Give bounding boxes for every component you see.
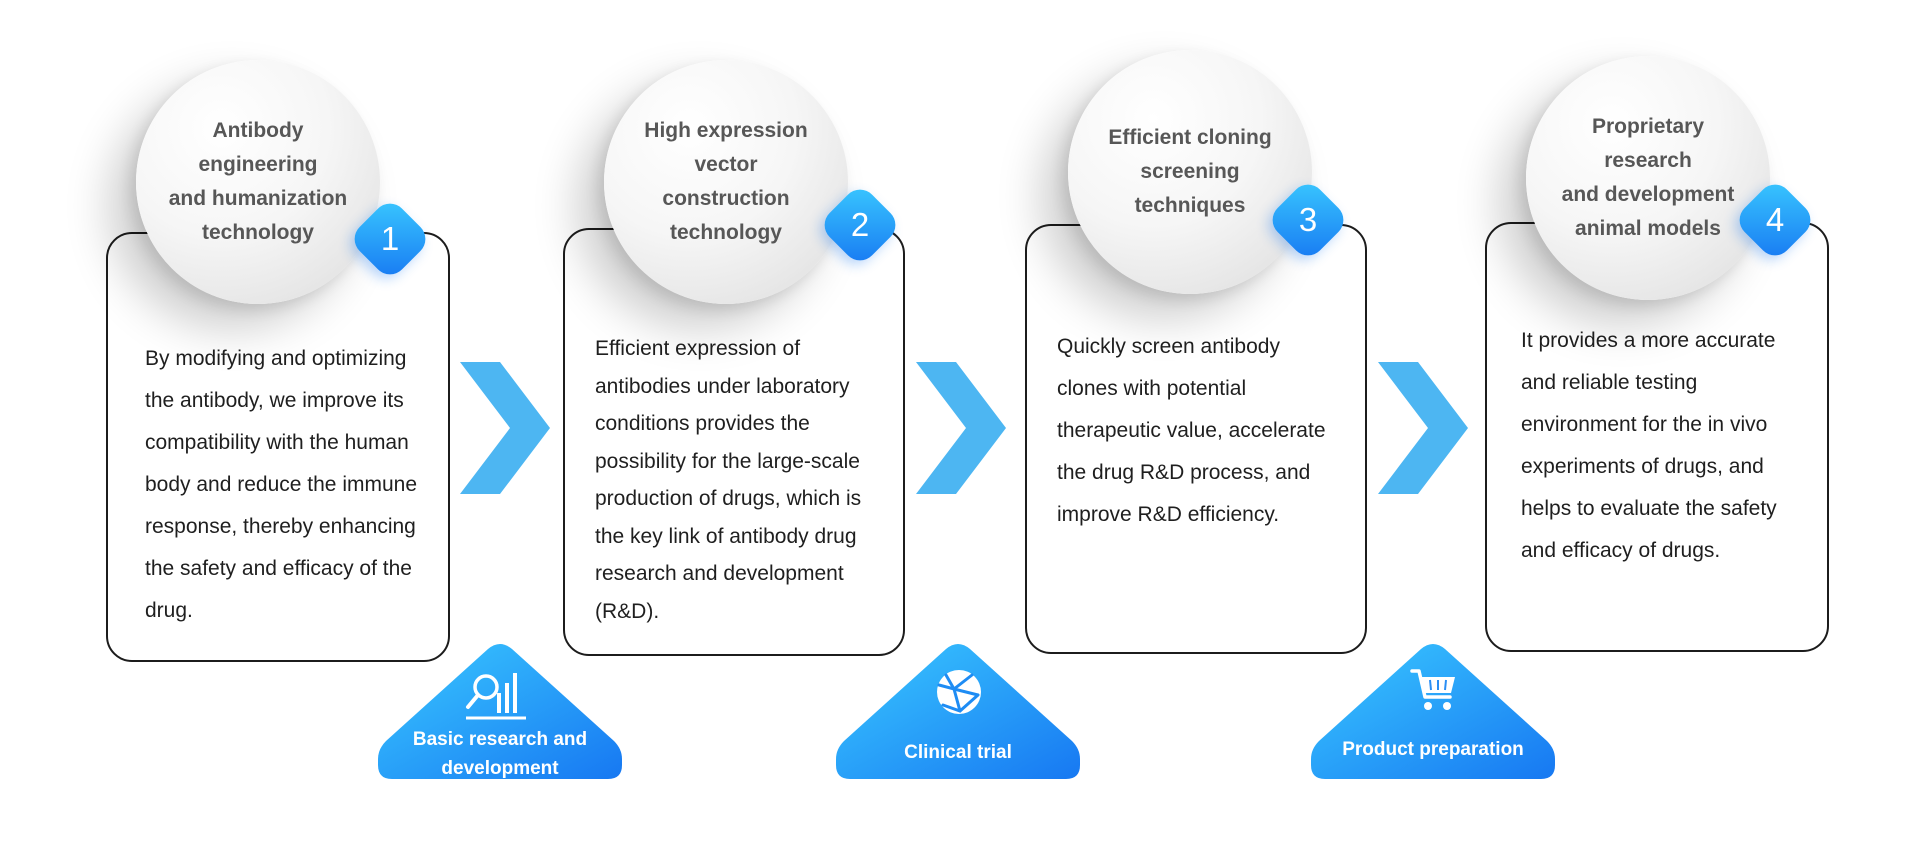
step-title: Efficient cloning screening techniques [1090, 121, 1290, 223]
phase-label-line: Clinical trial [904, 742, 1012, 763]
description-line: By modifying and optimizing [145, 347, 407, 370]
phase-label: Product preparation [1311, 735, 1555, 764]
description-line: drug. [145, 599, 193, 622]
description-line: the antibody, we improve its [145, 389, 404, 412]
step-title-circle-2: High expression vector construction tech… [604, 60, 848, 304]
description-line: clones with potential [1057, 377, 1247, 400]
description-line: therapeutic value, accelerate [1057, 419, 1326, 442]
step-title: Proprietary research and development ani… [1548, 110, 1748, 246]
title-line: vector [694, 153, 758, 176]
phase-label-line: development [441, 758, 559, 779]
globe-network-icon [937, 670, 981, 714]
step-card-1: By modifying and optimizing the antibody… [106, 232, 450, 662]
step-number: 2 [850, 206, 870, 243]
description-line: and reliable testing [1521, 371, 1698, 394]
phase-label: Basic research and development [378, 725, 622, 783]
step-number: 4 [1765, 201, 1785, 238]
step-number-badge-4: 4 [1732, 177, 1818, 263]
phase-label-line: Product preparation [1342, 739, 1524, 760]
description-line: the safety and efficacy of the [145, 557, 412, 580]
description-line: and efficacy of drugs. [1521, 539, 1721, 562]
phase-label: Clinical trial [836, 738, 1080, 767]
description-line: response, thereby enhancing [145, 515, 416, 538]
step-description: By modifying and optimizing the antibody… [145, 338, 430, 632]
research-chart-icon [466, 673, 526, 720]
description-line: research and development [595, 562, 844, 585]
title-line: construction [662, 187, 790, 210]
step-description: Quickly screen antibody clones with pote… [1057, 326, 1347, 536]
phase-triangle-3 [1311, 644, 1555, 779]
title-line: High expression [644, 119, 808, 142]
description-line: possibility for the large-scale [595, 449, 860, 473]
step-number-badge-2: 2 [817, 182, 903, 268]
title-line: research [1604, 149, 1692, 172]
description-line: compatibility with the human [145, 431, 409, 454]
description-line: (R&D). [595, 599, 660, 623]
title-line: Proprietary [1591, 115, 1705, 138]
title-line: Efficient cloning [1108, 126, 1272, 149]
description-line: Quickly screen antibody [1057, 335, 1280, 358]
description-line: antibodies under laboratory [595, 374, 850, 398]
title-line: screening [1140, 160, 1240, 183]
step-card-3: Quickly screen antibody clones with pote… [1025, 224, 1367, 654]
step-description: It provides a more accurate and reliable… [1521, 320, 1809, 572]
step-number-badge-3: 3 [1265, 177, 1351, 263]
chevron-right-icon [916, 362, 1006, 494]
step-number: 3 [1298, 201, 1318, 238]
description-line: It provides a more accurate [1521, 329, 1776, 352]
title-line: and humanization [168, 187, 348, 210]
step-number-badge-1: 1 [347, 196, 433, 282]
step-card-2: Efficient expression of antibodies under… [563, 228, 905, 656]
title-line: technology [201, 221, 314, 244]
title-line: techniques [1134, 194, 1246, 217]
step-title-circle-3: Efficient cloning screening techniques [1068, 50, 1312, 294]
chevron-right-icon [1378, 362, 1468, 494]
step-title: High expression vector construction tech… [626, 114, 826, 250]
step-title-circle-1: Antibody engineering and humanization te… [136, 60, 380, 304]
description-line: improve R&D efficiency. [1057, 503, 1280, 526]
description-line: the drug R&D process, and [1057, 461, 1311, 484]
title-line: Antibody [212, 119, 304, 142]
description-line: helps to evaluate the safety [1521, 497, 1777, 520]
title-line: and development [1561, 183, 1735, 206]
title-line: engineering [198, 153, 318, 176]
title-line: technology [669, 221, 782, 244]
shopping-cart-icon [1410, 669, 1455, 710]
description-line: experiments of drugs, and [1521, 455, 1764, 478]
chevron-right-icon [460, 362, 550, 494]
description-line: production of drugs, which is [595, 487, 862, 510]
description-line: Efficient expression of [595, 337, 801, 360]
title-line: animal models [1575, 217, 1721, 240]
description-line: environment for the in vivo [1521, 413, 1768, 436]
phase-label-line: Basic research and [412, 729, 588, 750]
description-line: conditions provides the [595, 412, 810, 435]
step-number: 1 [380, 220, 400, 257]
description-line: body and reduce the immune [145, 473, 418, 496]
step-title-circle-4: Proprietary research and development ani… [1526, 56, 1770, 300]
description-line: the key link of antibody drug [595, 524, 857, 548]
step-description: Efficient expression of antibodies under… [595, 330, 885, 630]
step-title: Antibody engineering and humanization te… [158, 114, 358, 250]
